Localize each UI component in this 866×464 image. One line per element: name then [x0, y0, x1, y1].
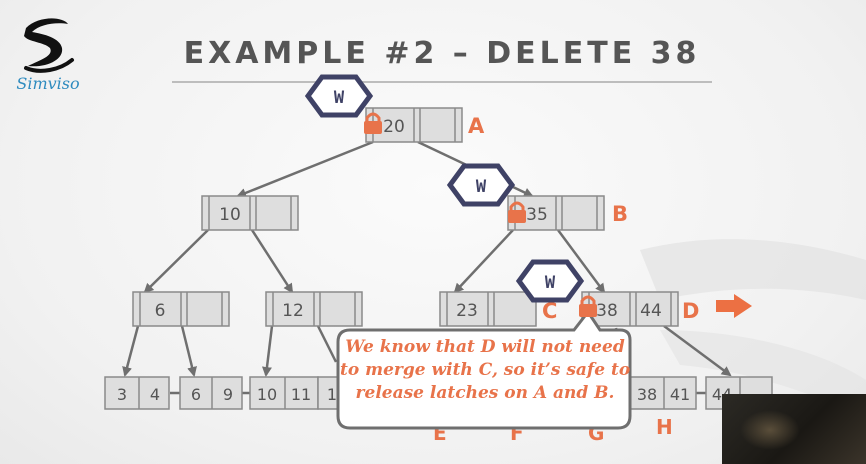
title-underline — [172, 81, 712, 83]
callout-line-2: to merge with C, so it’s safe to — [340, 360, 631, 380]
logo-text: Simviso — [16, 74, 80, 93]
latch-badge-root-text: W — [334, 88, 345, 108]
background-swoosh — [640, 239, 866, 300]
node-10: 10 — [201, 195, 299, 231]
leaf-3-key-1: 10 — [257, 385, 277, 404]
node-10-key-1: 10 — [219, 205, 241, 225]
node-c: 23 C — [439, 291, 557, 327]
callout-line-1: We know that D will not need — [345, 337, 625, 357]
leaf-5-key-2: 41 — [670, 385, 690, 404]
leaf-2: 6 9 — [179, 376, 243, 410]
latch-badge-root: W — [304, 74, 374, 118]
node-12-key-1: 12 — [282, 301, 304, 321]
leaf-1-key-1: 3 — [117, 385, 127, 404]
node-d: 38 44 D — [581, 291, 699, 327]
node-b-key-1: 35 — [526, 205, 548, 225]
leaf-3-key-2: 11 — [291, 385, 311, 404]
node-a: 20 A — [365, 107, 485, 143]
latch-badge-d: W — [515, 259, 585, 303]
latch-badge-b-text: W — [476, 177, 487, 197]
lock-icon — [364, 112, 382, 134]
callout-bubble — [336, 309, 632, 430]
edge-12-right — [316, 325, 338, 363]
simviso-logo — [10, 8, 86, 104]
edge-12-left — [262, 325, 274, 377]
leaf-5: 38 41 — [629, 376, 697, 410]
tree-edges — [122, 140, 732, 395]
node-a-key-1: 20 — [383, 117, 405, 137]
leaf-2-key-2: 9 — [223, 385, 233, 404]
edge-10-left — [143, 229, 209, 294]
leaf-label-h: H — [656, 415, 673, 439]
node-c-key-1: 23 — [456, 301, 478, 321]
callout-line-3: release latches on A and B. — [355, 383, 615, 403]
latch-badge-b: W — [446, 163, 516, 207]
lock-icon — [508, 201, 526, 223]
node-d-key-2: 44 — [640, 301, 662, 321]
callout-text: We know that D will not need to merge wi… — [340, 336, 630, 405]
node-c-label: C — [542, 299, 557, 323]
leaf-1-key-2: 4 — [150, 385, 160, 404]
background-swoosh-2 — [660, 330, 866, 420]
edge-10-right — [250, 229, 294, 294]
leaf-5-key-1: 38 — [637, 385, 657, 404]
slide-title: EXAMPLE #2 – DELETE 38 — [183, 36, 701, 71]
node-d-key-1: 38 — [596, 301, 618, 321]
leaf-2-key-1: 6 — [191, 385, 201, 404]
node-d-label: D — [682, 299, 699, 323]
lock-icon — [579, 295, 597, 317]
edge-6-right — [180, 325, 197, 377]
webcam-overlay — [722, 394, 866, 464]
edge-a-left — [236, 140, 374, 198]
latch-badge-d-text: W — [545, 273, 556, 293]
leaf-1: 3 4 — [104, 376, 170, 410]
node-b-label: B — [612, 202, 628, 226]
node-12: 12 — [265, 291, 363, 327]
webcam-light — [740, 410, 800, 450]
node-6-key-1: 6 — [155, 301, 166, 321]
edge-b-right — [556, 229, 606, 294]
edge-b-left — [453, 229, 514, 294]
pointer-arrow-d — [716, 294, 752, 318]
leaf-4-key-1: 1 — [327, 385, 337, 404]
edge-d-right — [663, 324, 732, 377]
edge-6-left — [122, 325, 140, 377]
leaf-3: 10 11 — [249, 376, 319, 410]
node-6: 6 — [132, 291, 230, 327]
node-a-label: A — [468, 114, 485, 138]
node-b: 35 B — [507, 195, 628, 231]
